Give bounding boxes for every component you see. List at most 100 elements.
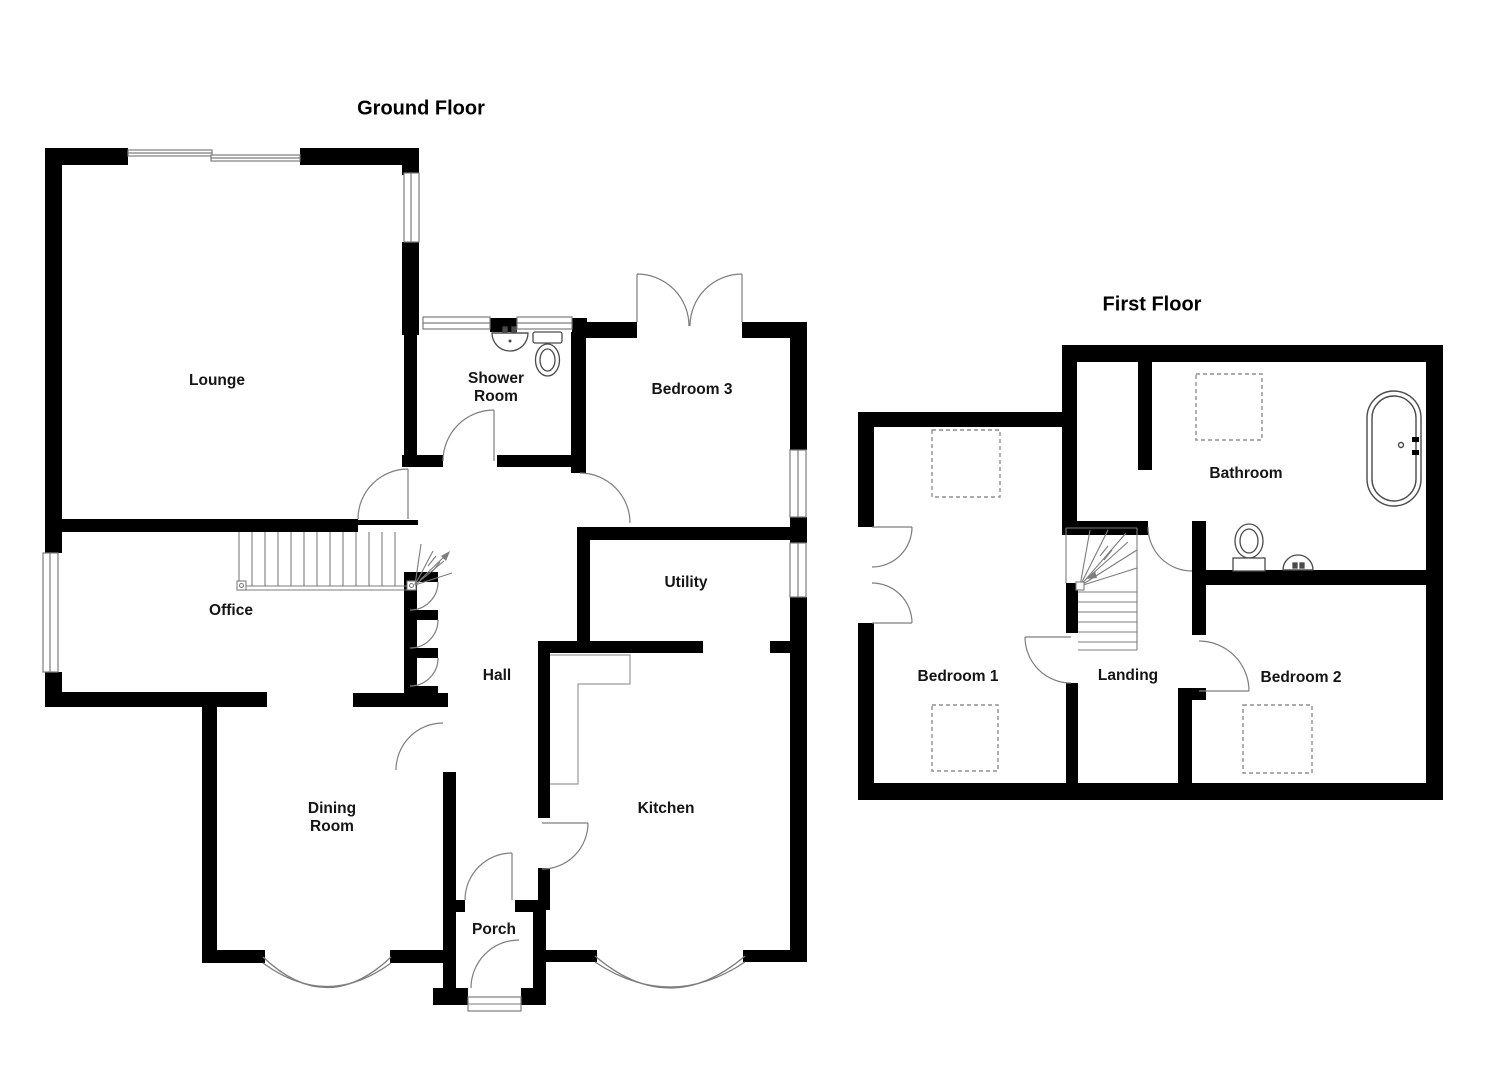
first-floor-title: First Floor xyxy=(1102,293,1202,316)
room-label-bedroom-1: Bedroom 1 xyxy=(917,668,999,686)
ground-doors xyxy=(357,273,743,989)
room-label-dining-room: Dining Room xyxy=(307,800,357,835)
room-label-utility: Utility xyxy=(664,574,708,592)
cupboard-door-arc xyxy=(409,581,439,611)
wall xyxy=(770,641,790,653)
room-label-bedroom-3: Bedroom 3 xyxy=(651,381,733,399)
window xyxy=(789,542,807,598)
skylight-symbols xyxy=(931,373,1313,774)
wall xyxy=(858,412,874,527)
wall xyxy=(521,988,546,1005)
room-label-hall: Hall xyxy=(482,667,512,685)
wall xyxy=(571,332,586,473)
wall xyxy=(577,527,807,540)
skylight-symbol xyxy=(931,704,999,772)
wall xyxy=(402,242,419,335)
window xyxy=(422,316,491,330)
room-label-shower-room: Shower Room xyxy=(468,370,524,405)
ground-floor-plan xyxy=(42,148,807,1012)
wall xyxy=(45,692,267,707)
bay-window-kitchen xyxy=(594,955,746,989)
door-arc xyxy=(541,822,589,870)
wall xyxy=(538,653,550,818)
wall xyxy=(1178,694,1192,783)
wall xyxy=(402,455,443,467)
wall xyxy=(45,519,358,532)
wall xyxy=(402,148,419,175)
wall xyxy=(404,572,417,693)
wall xyxy=(538,641,703,653)
skylight-symbol xyxy=(931,429,1001,498)
wall xyxy=(45,148,128,165)
door-arc xyxy=(1147,526,1193,572)
door-arc xyxy=(442,409,495,462)
bay-window-dining xyxy=(262,956,392,988)
window xyxy=(210,154,301,162)
cupboard-door-arc xyxy=(409,657,439,687)
wall xyxy=(1426,345,1443,800)
first-floor-walls xyxy=(858,345,1443,800)
ground-walls xyxy=(45,148,807,1005)
staircase-ground xyxy=(236,532,453,591)
wall xyxy=(790,597,807,962)
french-doors xyxy=(636,273,743,327)
wall xyxy=(490,318,517,332)
room-label-bedroom-2: Bedroom 2 xyxy=(1260,669,1342,687)
wall xyxy=(390,950,443,963)
room-label-office: Office xyxy=(209,602,253,620)
wall xyxy=(404,610,438,620)
wall xyxy=(1062,345,1443,362)
door-arc xyxy=(357,468,409,520)
wall xyxy=(443,772,456,1005)
wall xyxy=(1066,683,1078,783)
door-arc xyxy=(1198,640,1250,692)
door-arc xyxy=(1024,636,1072,684)
skylight-symbol xyxy=(1242,704,1313,774)
staircase-first-floor xyxy=(1065,527,1138,651)
door-arc xyxy=(470,939,520,989)
wall xyxy=(404,332,417,458)
ground-windows xyxy=(42,149,807,673)
wall xyxy=(202,950,265,963)
wall xyxy=(1062,345,1077,535)
wall xyxy=(790,322,807,450)
room-label-bathroom: Bathroom xyxy=(1209,465,1283,483)
toilet-symbol xyxy=(1232,523,1266,572)
wall xyxy=(858,623,874,783)
wall xyxy=(743,950,790,962)
first-floor-plan xyxy=(858,345,1443,800)
wall xyxy=(858,412,1062,427)
wall xyxy=(404,686,438,696)
wall xyxy=(1192,521,1206,635)
window xyxy=(789,449,807,518)
wall xyxy=(577,540,590,641)
wall xyxy=(45,148,62,553)
cupboard-door-arc xyxy=(409,619,439,649)
ground-floor-title: Ground Floor xyxy=(357,97,485,120)
wall xyxy=(353,693,448,707)
window xyxy=(403,172,420,243)
first-floor-doors xyxy=(1024,526,1250,692)
wall xyxy=(1138,358,1152,470)
window xyxy=(42,552,59,673)
door-arc xyxy=(579,472,631,524)
wall xyxy=(1066,583,1078,633)
room-label-landing: Landing xyxy=(1097,667,1159,685)
wall xyxy=(573,322,637,338)
sink-symbol xyxy=(1282,554,1314,571)
kitchen-counter xyxy=(550,654,631,785)
door-threshold xyxy=(467,996,522,1012)
room-label-lounge: Lounge xyxy=(189,372,245,390)
bathtub-symbol xyxy=(1366,390,1422,507)
wall xyxy=(533,902,546,1005)
room-label-porch: Porch xyxy=(472,921,516,939)
wall xyxy=(1200,570,1428,585)
window xyxy=(127,149,213,157)
wall xyxy=(404,648,438,658)
window xyxy=(516,316,573,330)
wall xyxy=(358,520,418,525)
room-label-kitchen: Kitchen xyxy=(637,800,695,818)
wall xyxy=(300,148,419,165)
